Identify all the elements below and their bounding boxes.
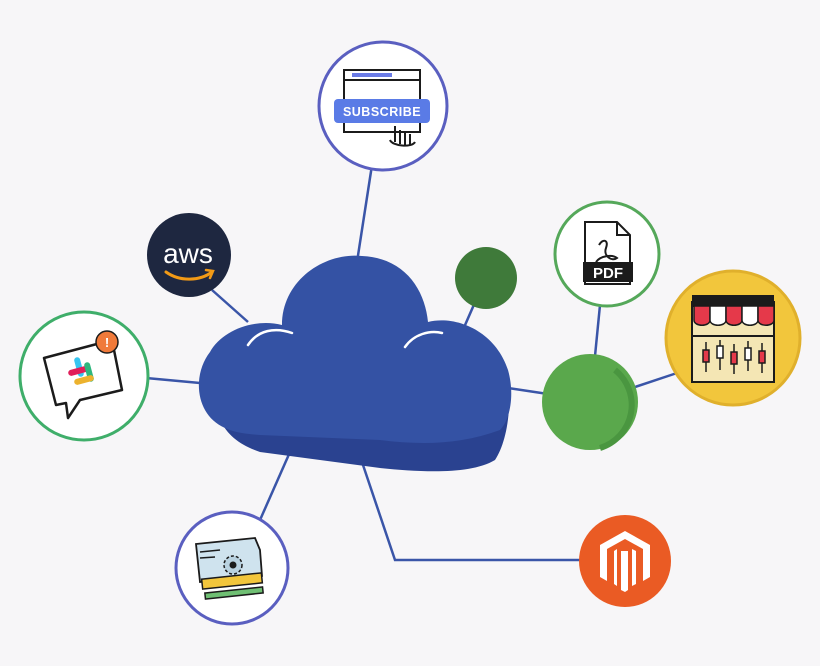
cloud-icon (198, 255, 512, 472)
subscribe-node[interactable]: SUBSCRIBE (317, 40, 449, 172)
magento-logo-icon (600, 531, 650, 592)
settings-ruler-icon (195, 537, 264, 600)
pdf-label: PDF (593, 265, 623, 282)
connector-tools (258, 451, 292, 521)
svg-text:!: ! (105, 335, 109, 350)
connector-pdf (593, 304, 602, 357)
store-node[interactable] (664, 269, 802, 407)
magento-node[interactable] (579, 515, 671, 607)
connector-magento (360, 461, 582, 562)
subscribe-label: SUBSCRIBE (343, 105, 421, 119)
slack-chat-icon: ! (42, 330, 124, 420)
green-node-small (455, 247, 517, 309)
aws-smile-icon (164, 270, 214, 281)
cloud-highlight-right (403, 330, 444, 349)
connector-green-large (507, 386, 549, 396)
cloud-body (198, 255, 512, 443)
subscribe-browser-icon: SUBSCRIBE (334, 69, 430, 147)
connector-store (631, 370, 681, 390)
slack-node[interactable]: ! (18, 310, 150, 442)
green-node-large (542, 354, 638, 451)
tools-node[interactable] (174, 510, 290, 626)
storefront-icon (691, 295, 775, 383)
pdf-node[interactable]: PDF (553, 200, 661, 308)
connector-subscribe (355, 164, 374, 263)
connector-slack (145, 376, 201, 385)
pdf-file-icon: PDF (583, 221, 633, 285)
notification-badge (95, 330, 119, 354)
aws-node[interactable]: aws (147, 213, 231, 297)
cloud-highlight-left (246, 328, 294, 347)
connector-aws (211, 289, 249, 323)
aws-logo-text: aws (163, 238, 213, 269)
